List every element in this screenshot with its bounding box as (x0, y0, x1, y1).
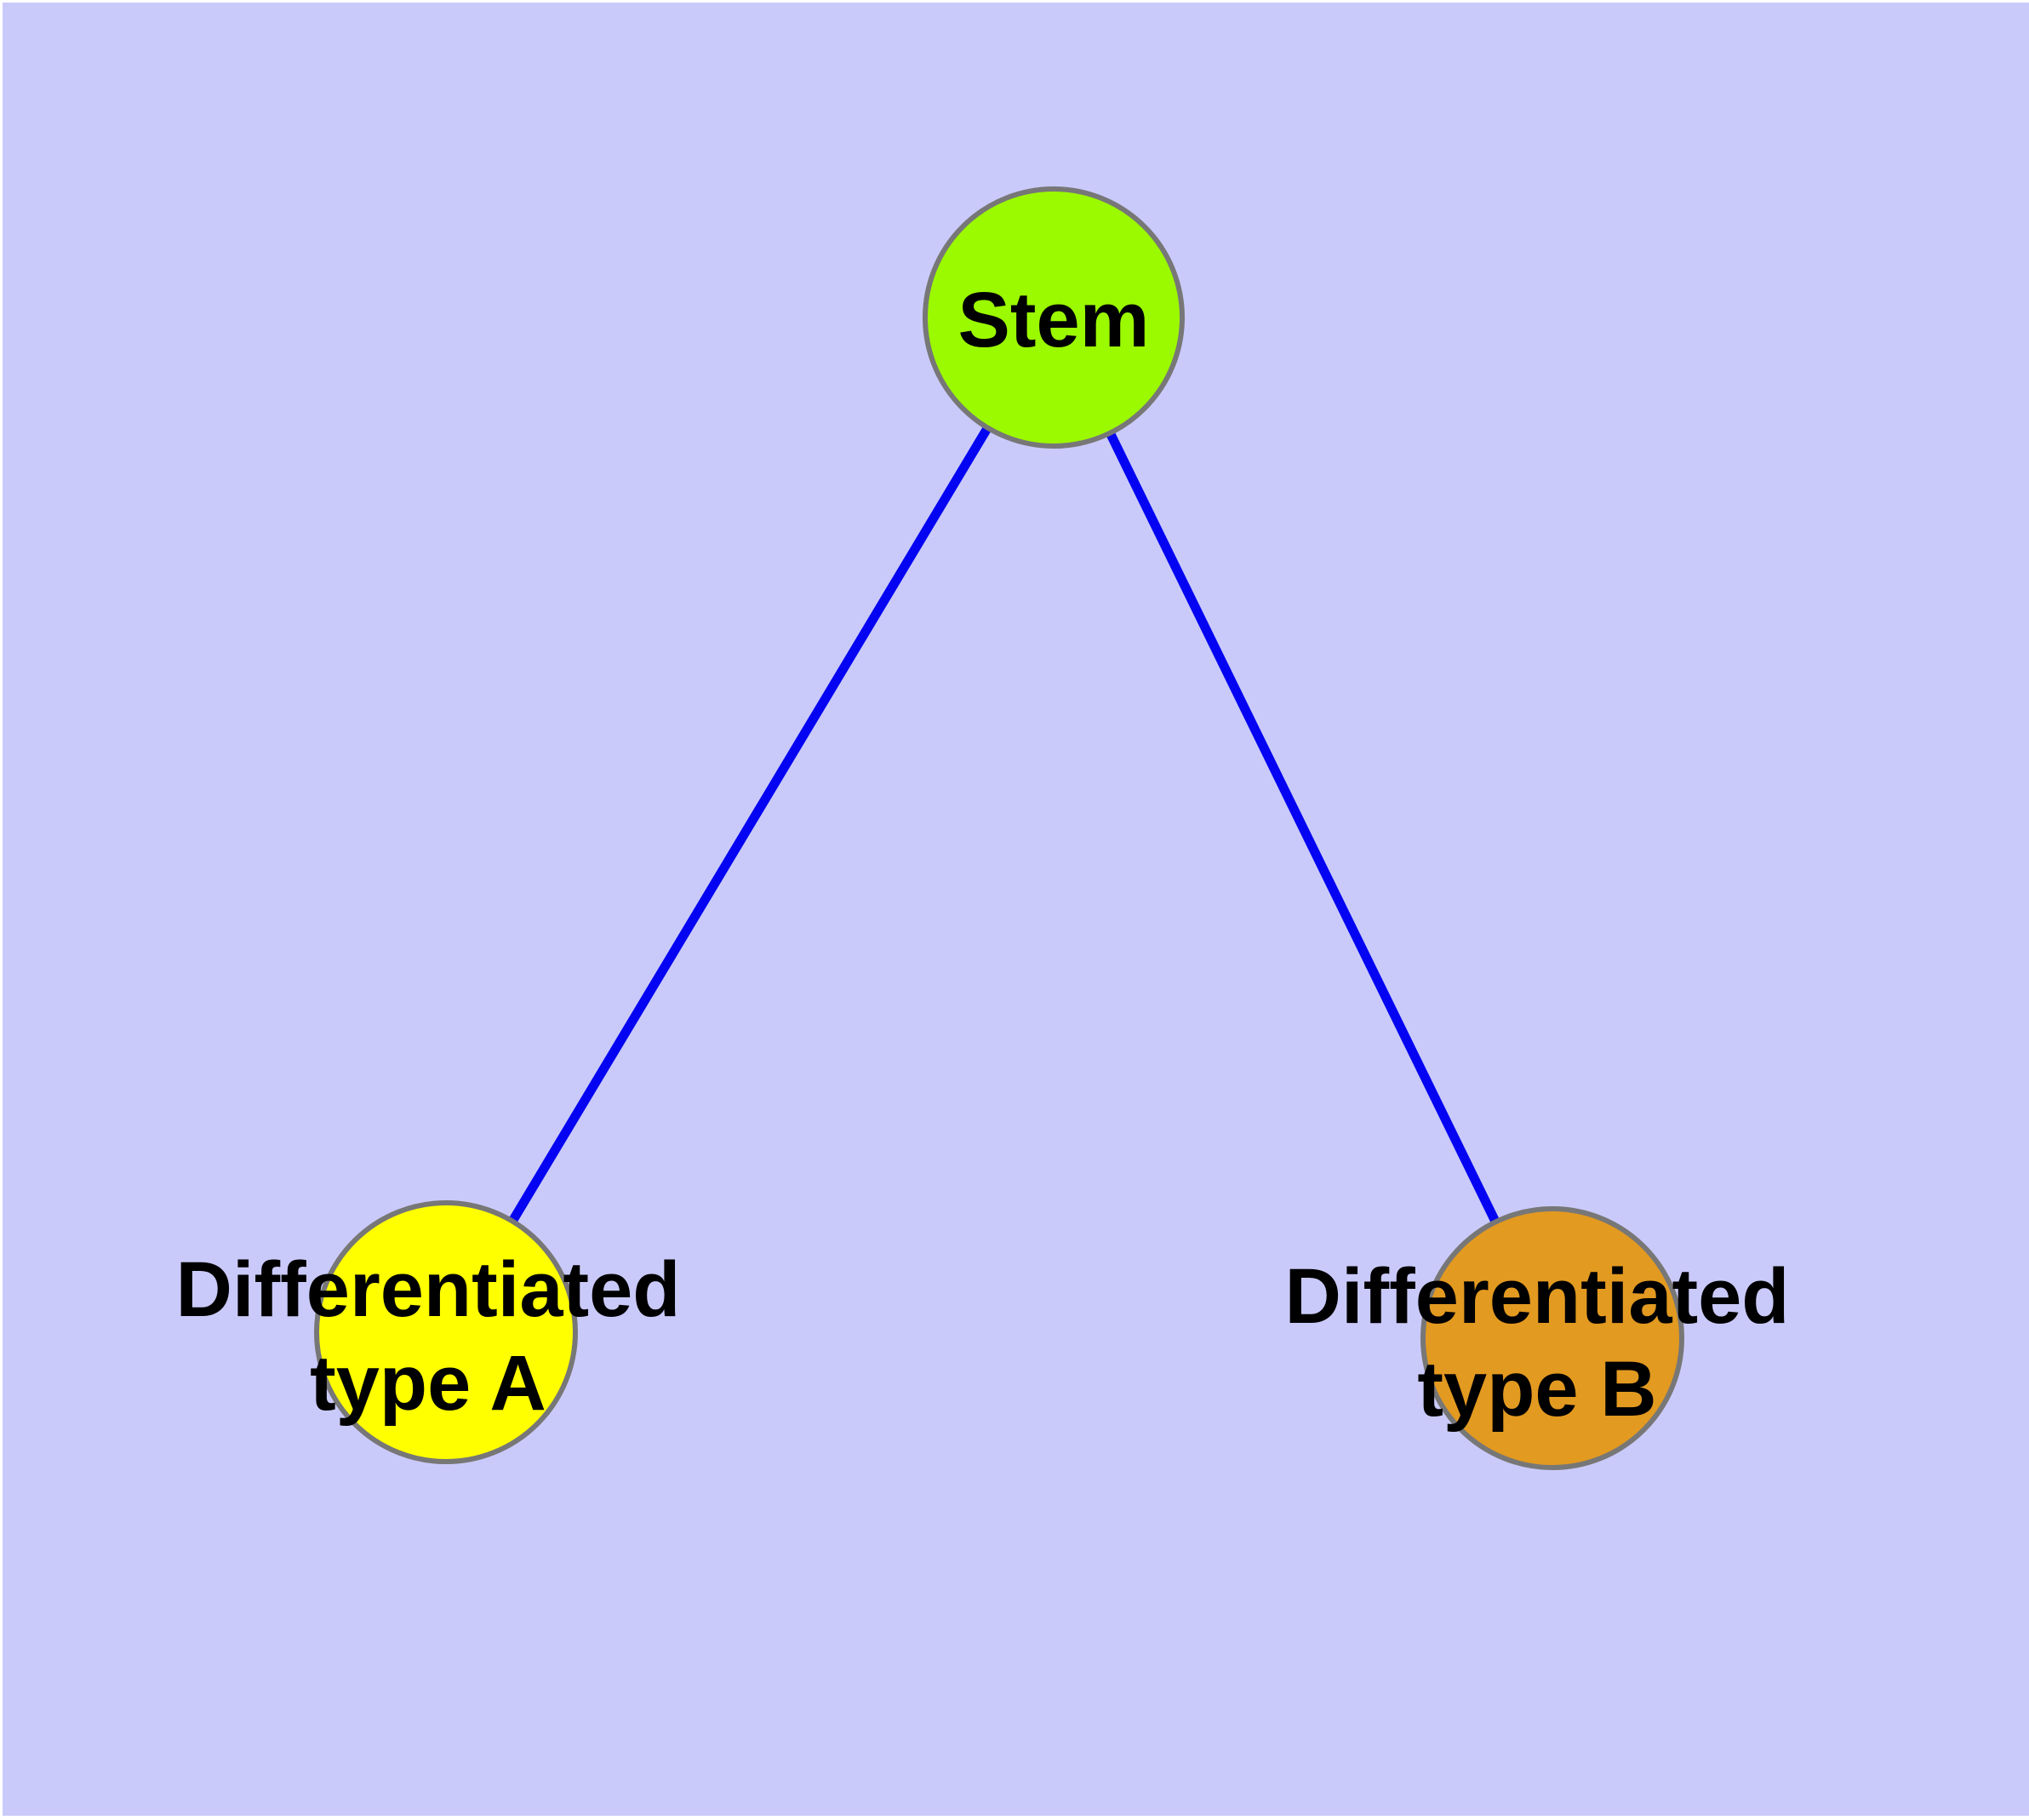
node-stem-label: Stem (958, 277, 1150, 363)
node-differentiated-type-a (314, 1200, 578, 1464)
node-stem (923, 186, 1185, 449)
node-differentiated-type-b (1420, 1206, 1684, 1470)
label-layer: Stem Differentiated type A Differentiate… (176, 277, 1790, 1433)
node-layer (314, 186, 1684, 1470)
node-type-b-label-line-1: Differentiated (1285, 1253, 1790, 1340)
node-type-a-label-line-1: Differentiated (176, 1246, 681, 1333)
edge-layer (442, 315, 1557, 1341)
node-type-a-label-line-2: type A (310, 1340, 546, 1427)
node-type-b-label-line-2: type B (1417, 1346, 1656, 1433)
edge-stem-to-type-b (1049, 315, 1557, 1341)
edge-stem-to-type-a (442, 315, 1058, 1335)
